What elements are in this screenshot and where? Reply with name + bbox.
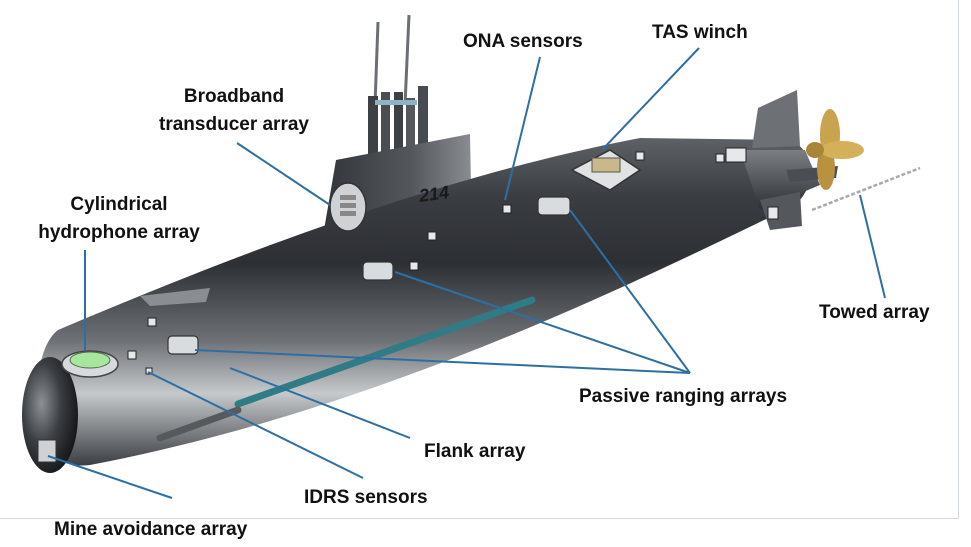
lower-rudder (760, 192, 802, 230)
label-cylindrical-line2: hydrophone array (38, 222, 200, 243)
label-flank-array: Flank array (424, 441, 526, 462)
upper-rudder (752, 90, 800, 148)
passive-ranging-array-boxes (167, 196, 571, 355)
cylindrical-hydrophone (61, 350, 119, 378)
label-tas-winch: TAS winch (652, 22, 748, 43)
label-cylindrical-line1: Cylindrical (70, 194, 168, 215)
bow-plane (140, 288, 210, 306)
masts (368, 14, 428, 168)
label-broadband-line2: transducer array (159, 114, 309, 135)
towed-array-cable (811, 166, 921, 212)
panel-border-bottom (0, 518, 959, 519)
hull-number: 214 (417, 182, 451, 206)
label-broadband-line1: Broadband (183, 86, 285, 107)
label-mine-avoidance-array: Mine avoidance array (54, 519, 248, 540)
propeller (806, 109, 864, 190)
tail-cone (740, 150, 820, 210)
tas-winch (570, 149, 642, 191)
label-idrs-sensors: IDRS sensors (304, 487, 428, 508)
small-sensors (127, 147, 779, 375)
bow-dome (22, 357, 78, 473)
label-passive-ranging-arrays: Passive ranging arrays (579, 386, 788, 407)
leader-lines (47, 47, 886, 499)
label-ona-sensors: ONA sensors (463, 31, 583, 52)
hull (33, 138, 811, 466)
panel-border-right (958, 0, 959, 518)
broadband-transducer (329, 182, 367, 232)
label-towed-array: Towed array (819, 302, 930, 323)
flank-array (234, 296, 536, 408)
